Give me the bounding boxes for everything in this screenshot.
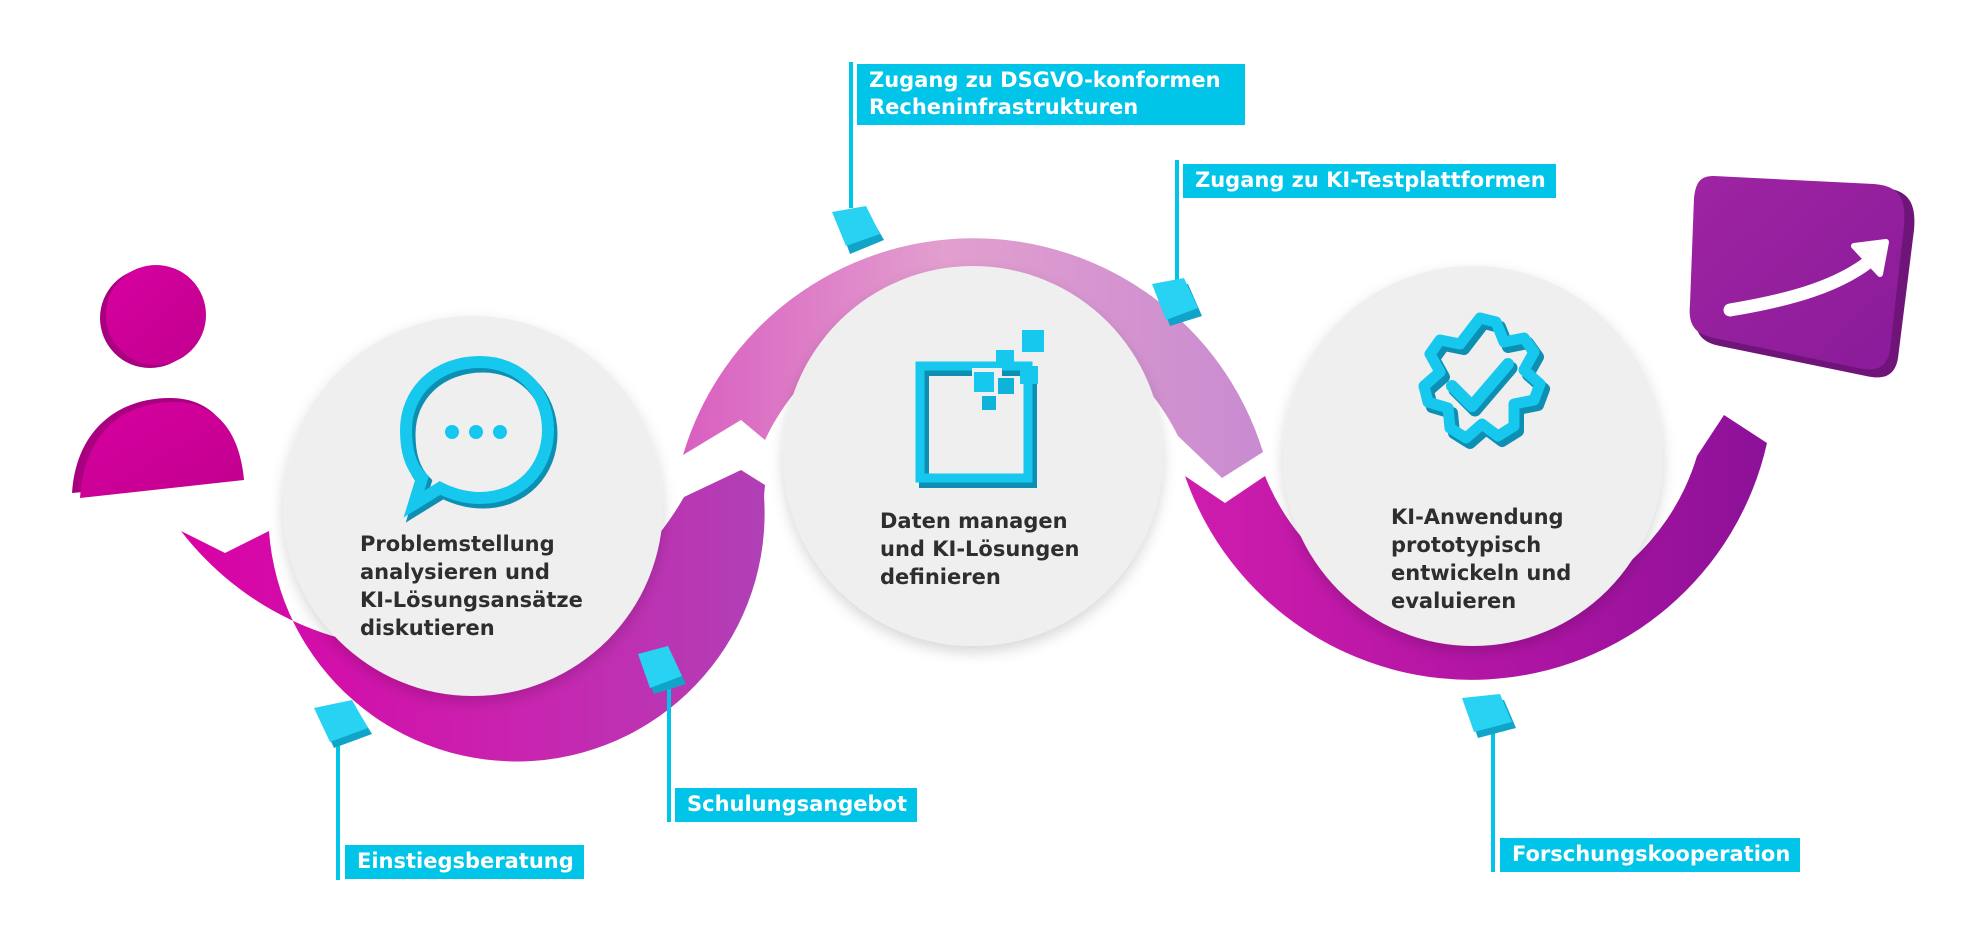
marker-forschung <box>1462 694 1516 738</box>
service-tag-forschung: Forschungskooperation <box>1500 838 1801 872</box>
arc-segment-3 <box>1185 415 1767 680</box>
step-circle-prototype <box>1283 266 1663 646</box>
step-label-prototype: KI-Anwendung prototypisch entwickeln und… <box>1391 505 1572 613</box>
user-icon <box>72 265 244 498</box>
data-blocks-icon <box>915 330 1044 488</box>
gear-check-icon <box>1418 312 1550 449</box>
marker-einstieg <box>314 700 372 748</box>
growth-arrow-icon <box>1689 176 1915 378</box>
leader-lines <box>336 62 1495 880</box>
marker-dsgvo <box>832 206 884 254</box>
service-tag-schulung: Schulungsangebot <box>675 788 917 822</box>
step-label-data: Daten managen und KI-Lösungen definieren <box>880 509 1080 589</box>
arc-segment-1 <box>181 470 765 762</box>
arc-segment-2 <box>683 238 1263 478</box>
step-label-problem: Problemstellung analysieren und KI-Lösun… <box>360 532 583 640</box>
chat-bubble-icon <box>399 355 558 523</box>
service-tag-einstieg: Einstiegsberatung <box>345 845 584 879</box>
step-circle-data <box>783 266 1163 646</box>
service-tag-dsgvo: Zugang zu DSGVO-konformen Recheninfrastr… <box>857 64 1245 125</box>
service-tag-testplattform: Zugang zu KI-Testplattformen <box>1183 164 1556 198</box>
marker-schulung <box>638 646 686 694</box>
marker-testplattform <box>1152 278 1202 326</box>
